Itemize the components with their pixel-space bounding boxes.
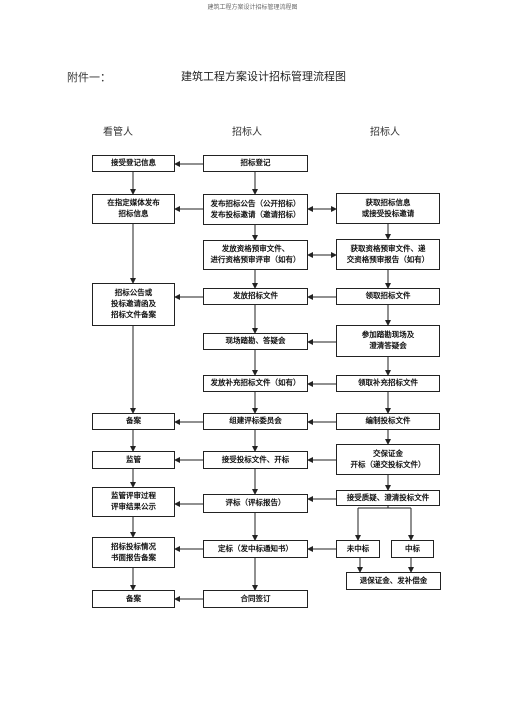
box-tender-registration: 招标登记: [203, 155, 308, 172]
box-form-committee: 组建评标委员会: [203, 413, 308, 430]
box-evaluate: 评标（评标报告）: [203, 494, 308, 513]
box-submit-bid: 交保证金开标（递交投标文件）: [336, 444, 440, 475]
box-get-prequal: 获取资格预审文件、递交资格预审报告（如有）: [336, 239, 440, 270]
box-accept-registration: 接受登记信息: [92, 155, 175, 172]
page-header: 建筑工程方案设计招标管理流程图: [207, 4, 298, 11]
box-attend-site: 参加踏勘现场及澄清答疑会: [336, 325, 440, 357]
attachment-label: 附件一：: [67, 71, 111, 84]
box-refund: 退保证金、发补偿金: [346, 572, 441, 590]
box-supervise-review: 监管评审过程评审结果公示: [92, 487, 175, 517]
box-won: 中标: [391, 540, 434, 558]
box-media-publish: 在指定媒体发布招标信息: [92, 194, 175, 224]
box-site-visit: 现场踏勘、答疑会: [203, 333, 308, 350]
diagram-title: 建筑工程方案设计招标管理流程图: [181, 70, 346, 83]
box-issue-tender-docs: 发放招标文件: [203, 288, 308, 305]
box-get-info: 获取招标信息或接受投标邀请: [336, 193, 440, 224]
column-header-supervisor: 看管人: [103, 127, 133, 138]
box-issue-prequal: 发放资格预审文件、进行资格预审评审（如有）: [203, 240, 308, 270]
box-announce-filing: 招标公告或投标邀请函及招标文件备案: [92, 283, 175, 326]
box-award: 定标（发中标通知书）: [203, 540, 308, 558]
box-supervision: 监管: [92, 451, 175, 469]
column-header-tenderer: 招标人: [232, 127, 262, 138]
box-filing-2: 备案: [92, 590, 175, 608]
box-publish-announcement: 发布招标公告（公开招标）发布投标邀请（邀请招标）: [203, 194, 308, 225]
box-receive-bids: 接受投标文件、开标: [203, 451, 308, 469]
box-receive-tender-docs: 领取招标文件: [336, 288, 440, 305]
box-issue-supplement: 发放补充招标文件（如有）: [203, 375, 308, 392]
box-clarify: 接受质疑、澄清投标文件: [336, 490, 440, 506]
column-header-bidder: 招标人: [370, 127, 400, 138]
box-not-won: 未中标: [336, 540, 380, 558]
box-prepare-bid: 编制投标文件: [336, 413, 440, 430]
box-receive-supplement: 领取补充招标文件: [336, 375, 440, 392]
box-filing-1: 备案: [92, 413, 175, 430]
box-contract: 合同签订: [203, 590, 308, 608]
box-report-filing: 招标投标情况书面报告备案: [92, 537, 175, 568]
